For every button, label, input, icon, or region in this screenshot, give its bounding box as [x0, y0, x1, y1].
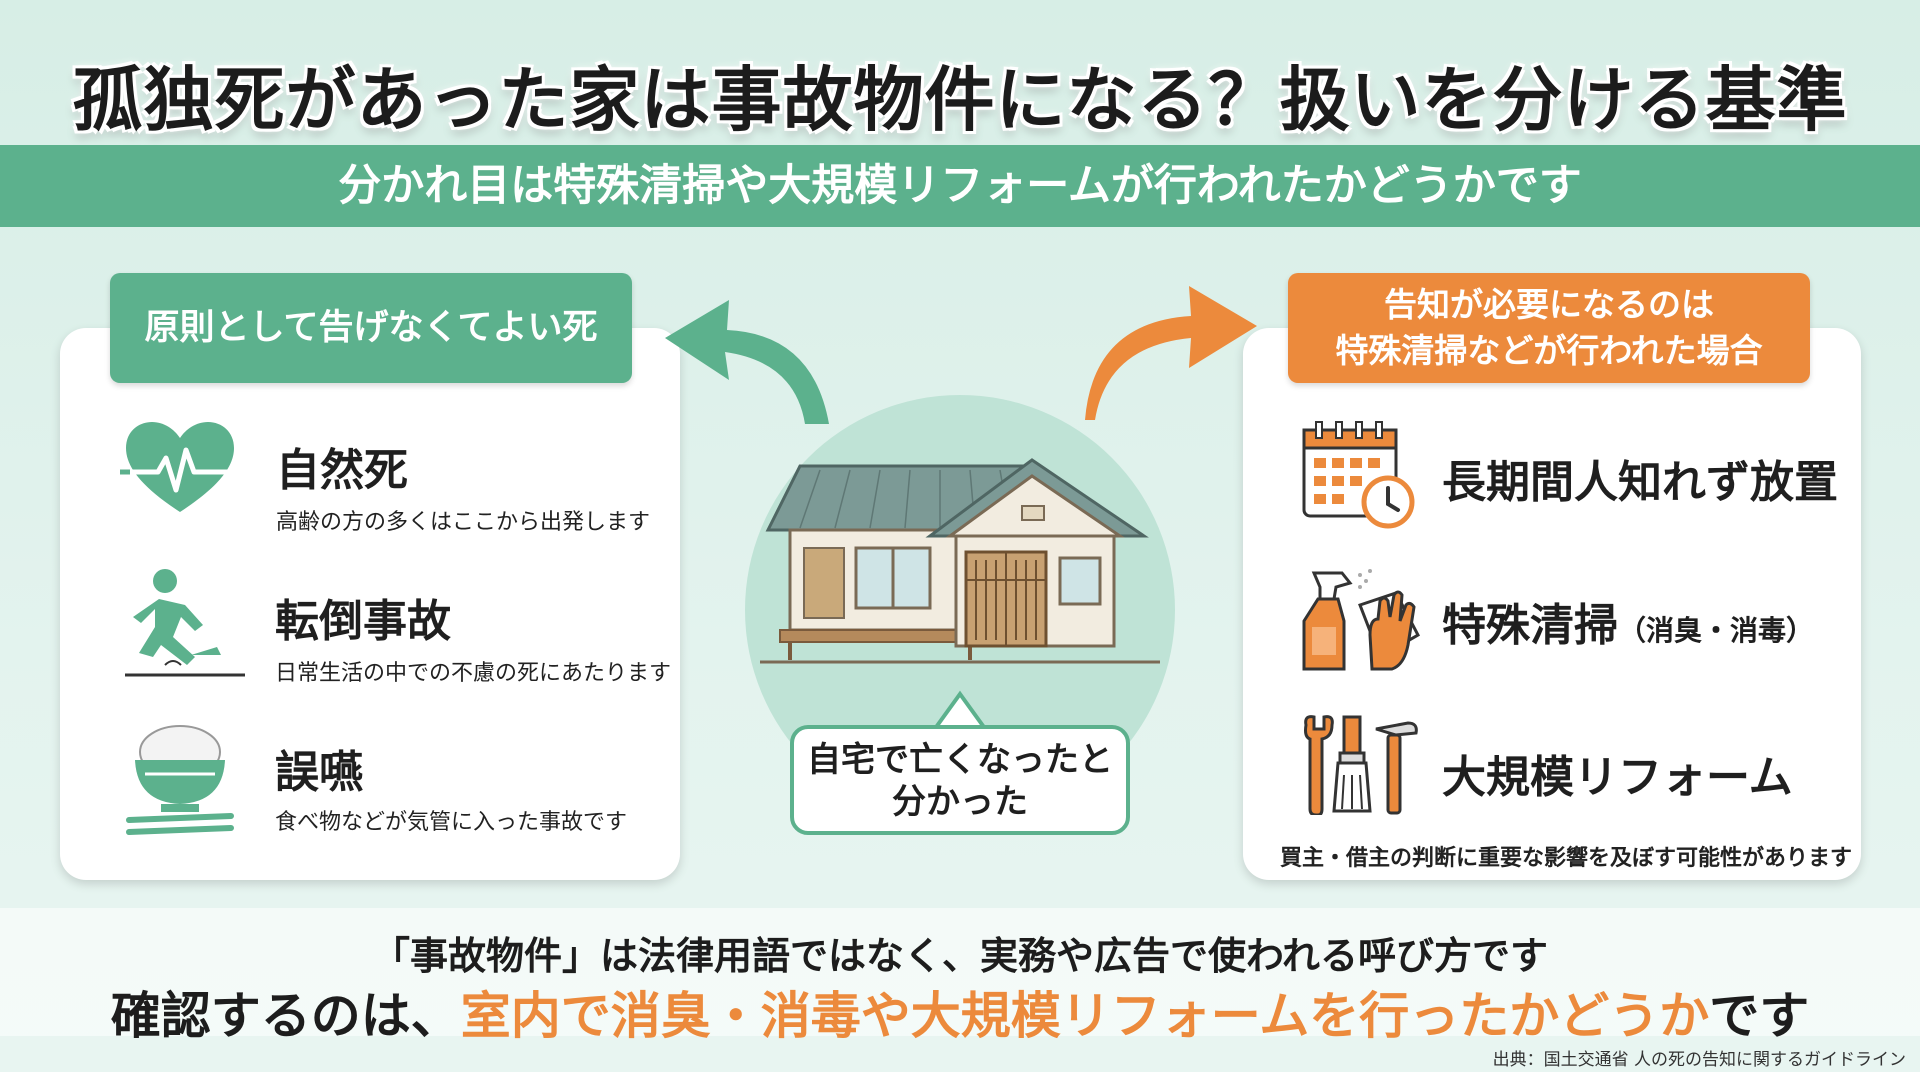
- cleaning-spray-icon: [1300, 565, 1420, 677]
- item-heading: 転倒事故: [275, 596, 451, 647]
- rice-bowl-icon: [125, 718, 235, 842]
- page-title: 孤独死があった家は事故物件になる？扱いを分ける基準: [72, 59, 1848, 141]
- bubble-line: 分かった: [892, 782, 1028, 822]
- tools-icon: [1300, 715, 1420, 819]
- bottom-line2-highlight: 室内で消臭・消毒や大規模リフォームを行ったかどうか: [460, 987, 1710, 1045]
- item-heading: 誤嚥: [275, 747, 363, 798]
- house-icon: [760, 458, 1160, 664]
- item-heading: 自然死: [276, 445, 408, 496]
- item-desc: 日常生活の中での不慮の死にあたります: [275, 661, 672, 686]
- bottom-line2-post: です: [1709, 987, 1810, 1045]
- bottom-banner: [0, 908, 1920, 1036]
- item-heading: 長期間人知れず放置: [1442, 457, 1838, 508]
- arrow-right-icon: [1085, 286, 1257, 420]
- bottom-line2: 確認するのは、室内で消臭・消毒や大規模リフォームを行ったかどうかです: [0, 976, 1920, 1048]
- falling-person-icon: [125, 565, 245, 684]
- item-heading-sub: （消臭・消毒）: [1618, 614, 1815, 647]
- item-desc: 高齢の方の多くはここから出発します: [276, 510, 651, 535]
- item-heading-text: 特殊清掃: [1442, 600, 1618, 651]
- right-tag-line: 特殊清掃などが行われた場合: [1335, 331, 1763, 370]
- right-panel-note: 買主・借主の判断に重要な影響を及ぼす可能性があります: [1280, 846, 1853, 871]
- source-citation: 出典：国土交通省 人の死の告知に関するガイドライン: [1492, 1050, 1906, 1070]
- left-tag: 原則として告げなくてよい死: [110, 273, 632, 383]
- item-desc: 食べ物などが気管に入った事故です: [275, 810, 628, 835]
- speech-bubble: 自宅で亡くなったと 分かった: [790, 725, 1130, 835]
- subtitle-band: 分かれ目は特殊清掃や大規模リフォームが行われたかどうかです: [0, 145, 1920, 227]
- arrow-left-icon: [665, 300, 829, 424]
- right-tag: 告知が必要になるのは 特殊清掃などが行われた場合: [1288, 273, 1810, 383]
- heartbeat-icon: [120, 420, 240, 524]
- right-tag-line: 告知が必要になるのは: [1384, 285, 1714, 324]
- bubble-line: 自宅で亡くなったと: [807, 740, 1113, 780]
- item-heading: 特殊清掃（消臭・消毒）: [1442, 589, 1814, 653]
- calendar-clock-icon: [1300, 420, 1420, 536]
- item-heading: 大規模リフォーム: [1442, 752, 1793, 803]
- bottom-line2-pre: 確認するのは、: [110, 987, 461, 1045]
- bottom-line1: 「事故物件」は法律用語ではなく、実務や広告で使われる呼び方です: [371, 934, 1549, 978]
